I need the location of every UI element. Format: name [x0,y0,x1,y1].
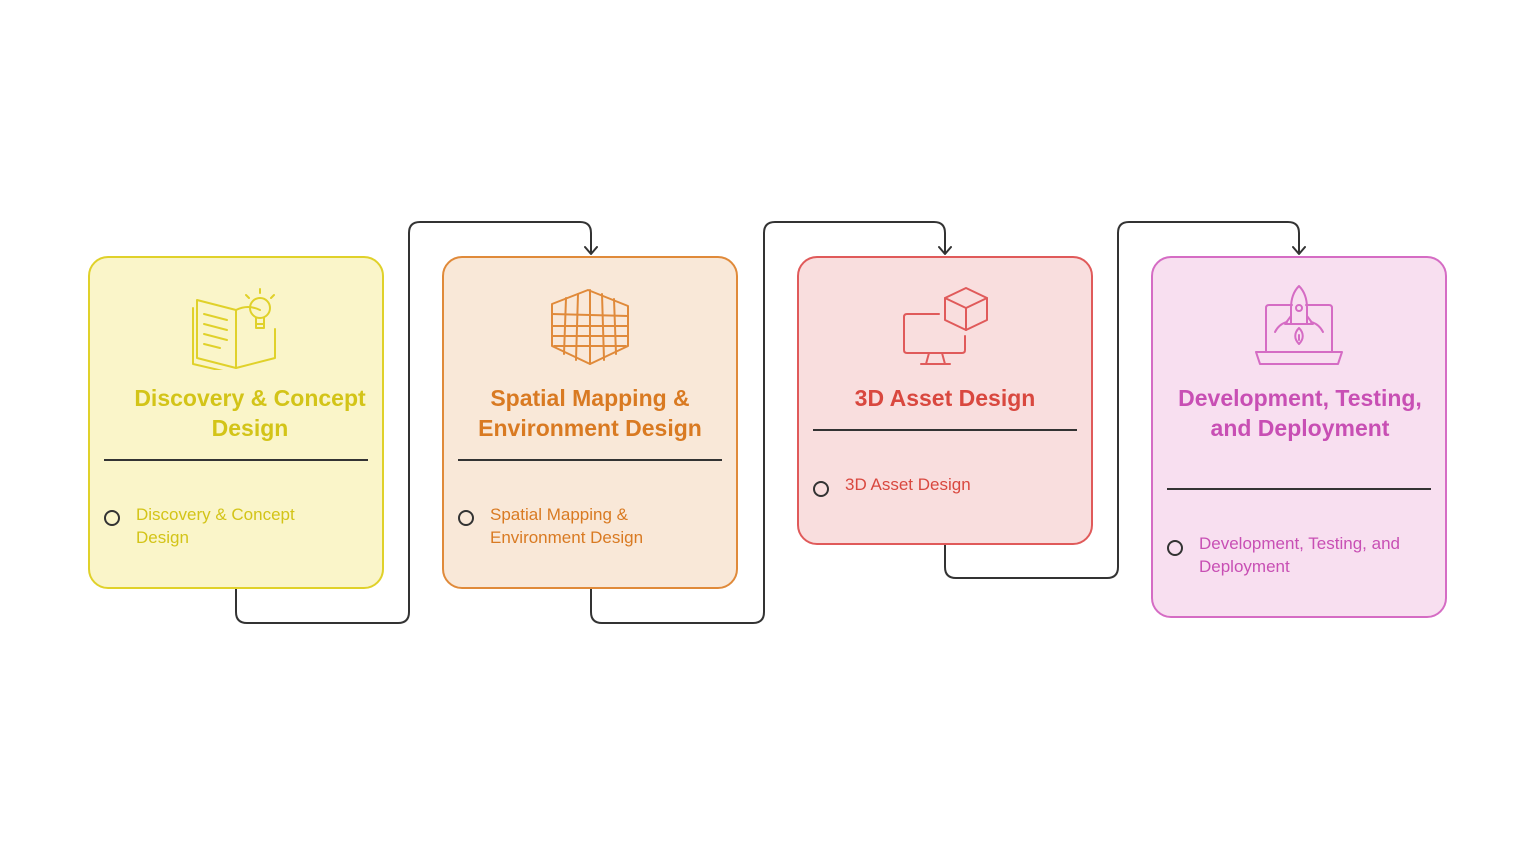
step-bullet-text: Discovery & Concept Design [136,505,295,547]
bullet-circle-icon [813,481,829,497]
step-bullet-text: Development, Testing, and Deployment [1199,534,1400,576]
step-bullet-text: 3D Asset Design [845,475,971,494]
step-title: 3D Asset Design [854,385,1036,411]
divider [104,459,368,461]
step-card-3d-asset: 3D Asset Design 3D Asset Design [797,256,1093,545]
step-card-spatial-mapping: Spatial Mapping & Environment Design Spa… [442,256,738,589]
step-bullet-text: Spatial Mapping & Environment Design [490,505,644,547]
divider [458,459,722,461]
grid-mesh-icon [444,284,736,370]
connector-step2-to-step3 [590,221,952,624]
monitor-cube-icon [799,284,1091,370]
step-title: Development, Testing, and Deployment [1178,385,1422,441]
bullet-circle-icon [104,510,120,526]
divider [1167,488,1431,490]
connector-step3-to-step4 [944,221,1306,579]
step-card-discovery: Discovery & Concept Design Discovery & C… [88,256,384,589]
step-title: Spatial Mapping & Environment Design [478,385,702,441]
divider [813,429,1077,431]
bullet-circle-icon [458,510,474,526]
connector-step1-to-step2 [235,221,598,624]
laptop-rocket-icon [1153,284,1445,370]
step-card-development: Development, Testing, and Deployment Dev… [1151,256,1447,618]
book-lightbulb-icon [90,284,382,370]
step-title: Discovery & Concept Design [134,385,366,441]
bullet-circle-icon [1167,540,1183,556]
